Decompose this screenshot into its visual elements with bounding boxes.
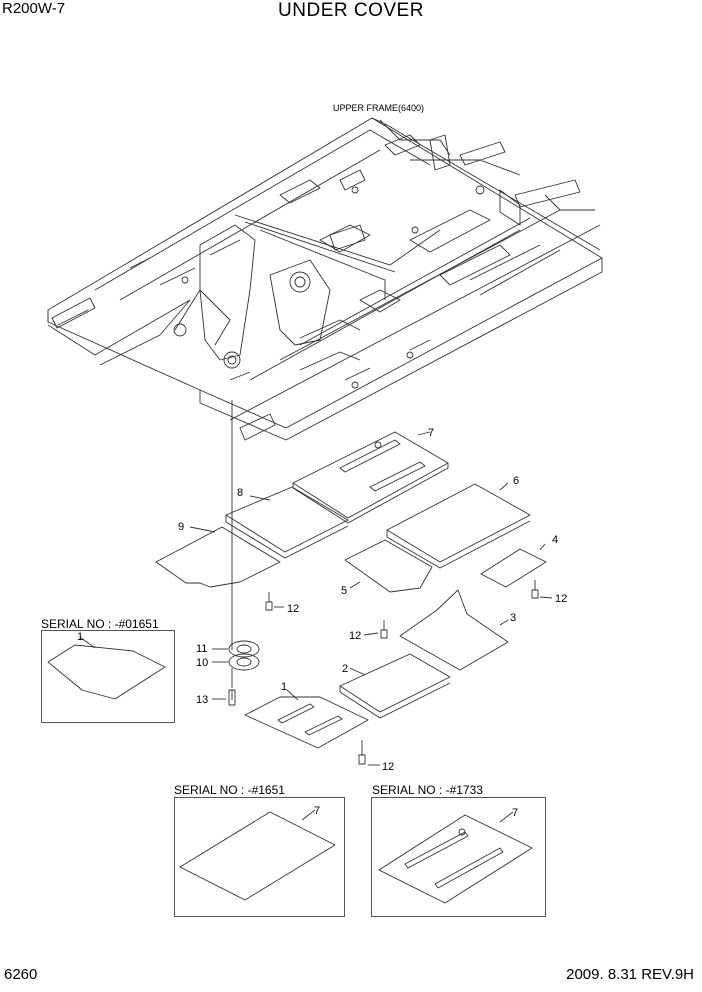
callout-9: 9 <box>178 521 184 533</box>
callout-13: 13 <box>196 694 208 706</box>
bolt-12-left <box>265 592 273 611</box>
inset-plate-1 <box>47 636 166 700</box>
inset-box-1 <box>41 630 175 723</box>
callout-12-bottom: 12 <box>382 761 394 773</box>
inset-box-2 <box>174 797 345 917</box>
inset3-callout: 7 <box>512 807 518 819</box>
callout-4: 4 <box>552 534 558 546</box>
bolt-12-right <box>531 580 539 599</box>
cover-plate-9 <box>155 526 281 588</box>
callout-11: 11 <box>196 643 207 655</box>
model-name: R200W-7 <box>2 0 66 17</box>
inset-plate-7b <box>378 811 533 904</box>
callout-7: 7 <box>428 427 434 439</box>
inset-serial-3: SERIAL NO : -#1733 <box>372 783 483 797</box>
cover-plate-5 <box>344 539 433 593</box>
callout-12-right: 12 <box>555 593 567 605</box>
bolt-12-mid <box>380 620 388 639</box>
inset-serial-2: SERIAL NO : -#1651 <box>174 783 285 797</box>
cover-plate-7 <box>292 431 449 524</box>
page-number: 6260 <box>4 966 38 983</box>
callout-2: 2 <box>342 663 348 675</box>
inset-plate-7a <box>179 809 336 901</box>
callout-8: 8 <box>237 487 243 499</box>
inset-box-3 <box>371 797 546 917</box>
bolt-13 <box>228 689 236 706</box>
callout-10: 10 <box>196 657 208 669</box>
cover-plate-2 <box>339 653 451 719</box>
cover-plate-4 <box>480 548 547 588</box>
callout-12-mid: 12 <box>349 630 361 642</box>
callout-1: 1 <box>281 681 287 693</box>
cover-plate-3 <box>399 589 509 671</box>
inset1-callout: 1 <box>77 631 83 643</box>
gasket-10-11 <box>228 640 260 671</box>
page-title: UNDER COVER <box>278 0 424 21</box>
callout-6: 6 <box>513 475 519 487</box>
inset-serial-1: SERIAL NO : -#01651 <box>41 617 159 631</box>
bolt-12-bottom <box>358 740 366 765</box>
cover-plate-8 <box>225 486 349 559</box>
callout-labels: 7 8 9 6 4 5 3 2 1 11 10 13 12 12 12 12 1… <box>77 427 567 819</box>
callout-5: 5 <box>341 585 347 597</box>
callout-3: 3 <box>510 612 516 624</box>
cover-plate-1 <box>244 696 369 749</box>
inset2-callout: 7 <box>314 805 320 817</box>
upper-frame <box>47 117 603 441</box>
callout-12-left: 12 <box>287 603 299 615</box>
revision-date: 2009. 8.31 REV.9H <box>566 966 694 983</box>
cover-plate-6 <box>386 483 531 569</box>
upper-frame-label: UPPER FRAME(6400) <box>333 103 425 113</box>
